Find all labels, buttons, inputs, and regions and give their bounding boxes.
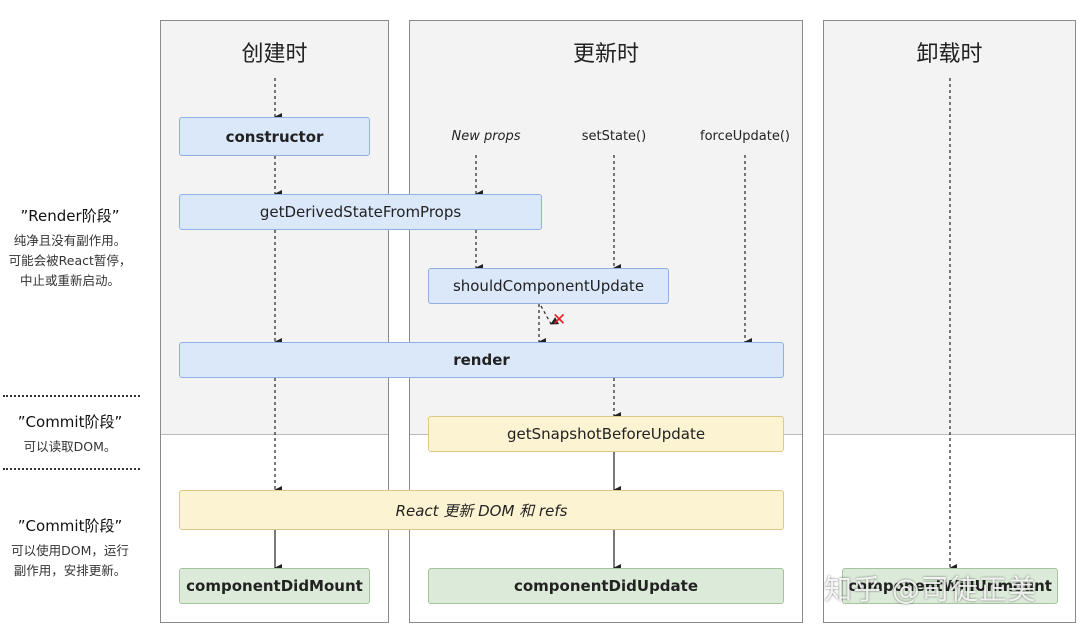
commit-phase-title: ”Commit阶段” — [17, 517, 123, 535]
trigger-set-state: setState() — [581, 129, 647, 144]
react-updates-dom-and-refs-box: React 更新 DOM 和 refs — [179, 490, 784, 530]
render-phase-desc-line: 中止或重新启动。 — [19, 273, 120, 288]
update-column — [409, 20, 803, 623]
render-phase-desc-line: 纯净且没有副作用。 — [13, 233, 127, 248]
render-phase-title: ”Render阶段” — [20, 207, 120, 225]
render-phase-description: 纯净且没有副作用。 可能会被React暂停， 中止或重新启动。 — [0, 231, 140, 291]
precommit-phase-desc-line: 可以读取DOM。 — [23, 439, 117, 454]
trigger-force-update: forceUpdate() — [700, 129, 790, 144]
precommit-phase-title: ”Commit阶段” — [17, 413, 123, 431]
phase-separator-dotted — [3, 395, 140, 397]
trigger-new-props: New props — [451, 129, 521, 144]
watermark: 知乎 @司徒正美 — [824, 573, 1037, 606]
arrow-shouldupdate-cancel — [540, 305, 560, 325]
unmount-column-title: 卸载时 — [916, 42, 983, 67]
component-will-unmount-box: componentWillUnmount — [842, 568, 1058, 604]
cancel-icon: ✕ — [552, 310, 567, 330]
render-phase-desc-line: 可能会被React暂停， — [8, 253, 132, 268]
precommit-phase-description: 可以读取DOM。 — [0, 437, 140, 457]
mount-column — [160, 20, 389, 623]
mount-column-title: 创建时 — [241, 42, 308, 67]
commit-phase-description: 可以使用DOM，运行 副作用，安排更新。 — [0, 541, 140, 581]
should-component-update-box: shouldComponentUpdate — [428, 268, 669, 304]
get-snapshot-before-update-box: getSnapshotBeforeUpdate — [428, 416, 784, 452]
constructor-box: constructor — [179, 117, 370, 156]
commit-phase-desc-line: 副作用，安排更新。 — [13, 563, 127, 578]
render-box: render — [179, 342, 784, 378]
phase-separator-dotted — [3, 468, 140, 470]
unmount-column-render-area — [824, 21, 1075, 434]
component-did-update-box: componentDidUpdate — [428, 568, 784, 604]
component-did-mount-box: componentDidMount — [179, 568, 370, 604]
update-column-title: 更新时 — [572, 42, 639, 67]
commit-phase-desc-line: 可以使用DOM，运行 — [11, 543, 129, 558]
unmount-column — [823, 20, 1076, 623]
get-derived-state-from-props-box: getDerivedStateFromProps — [179, 194, 542, 230]
